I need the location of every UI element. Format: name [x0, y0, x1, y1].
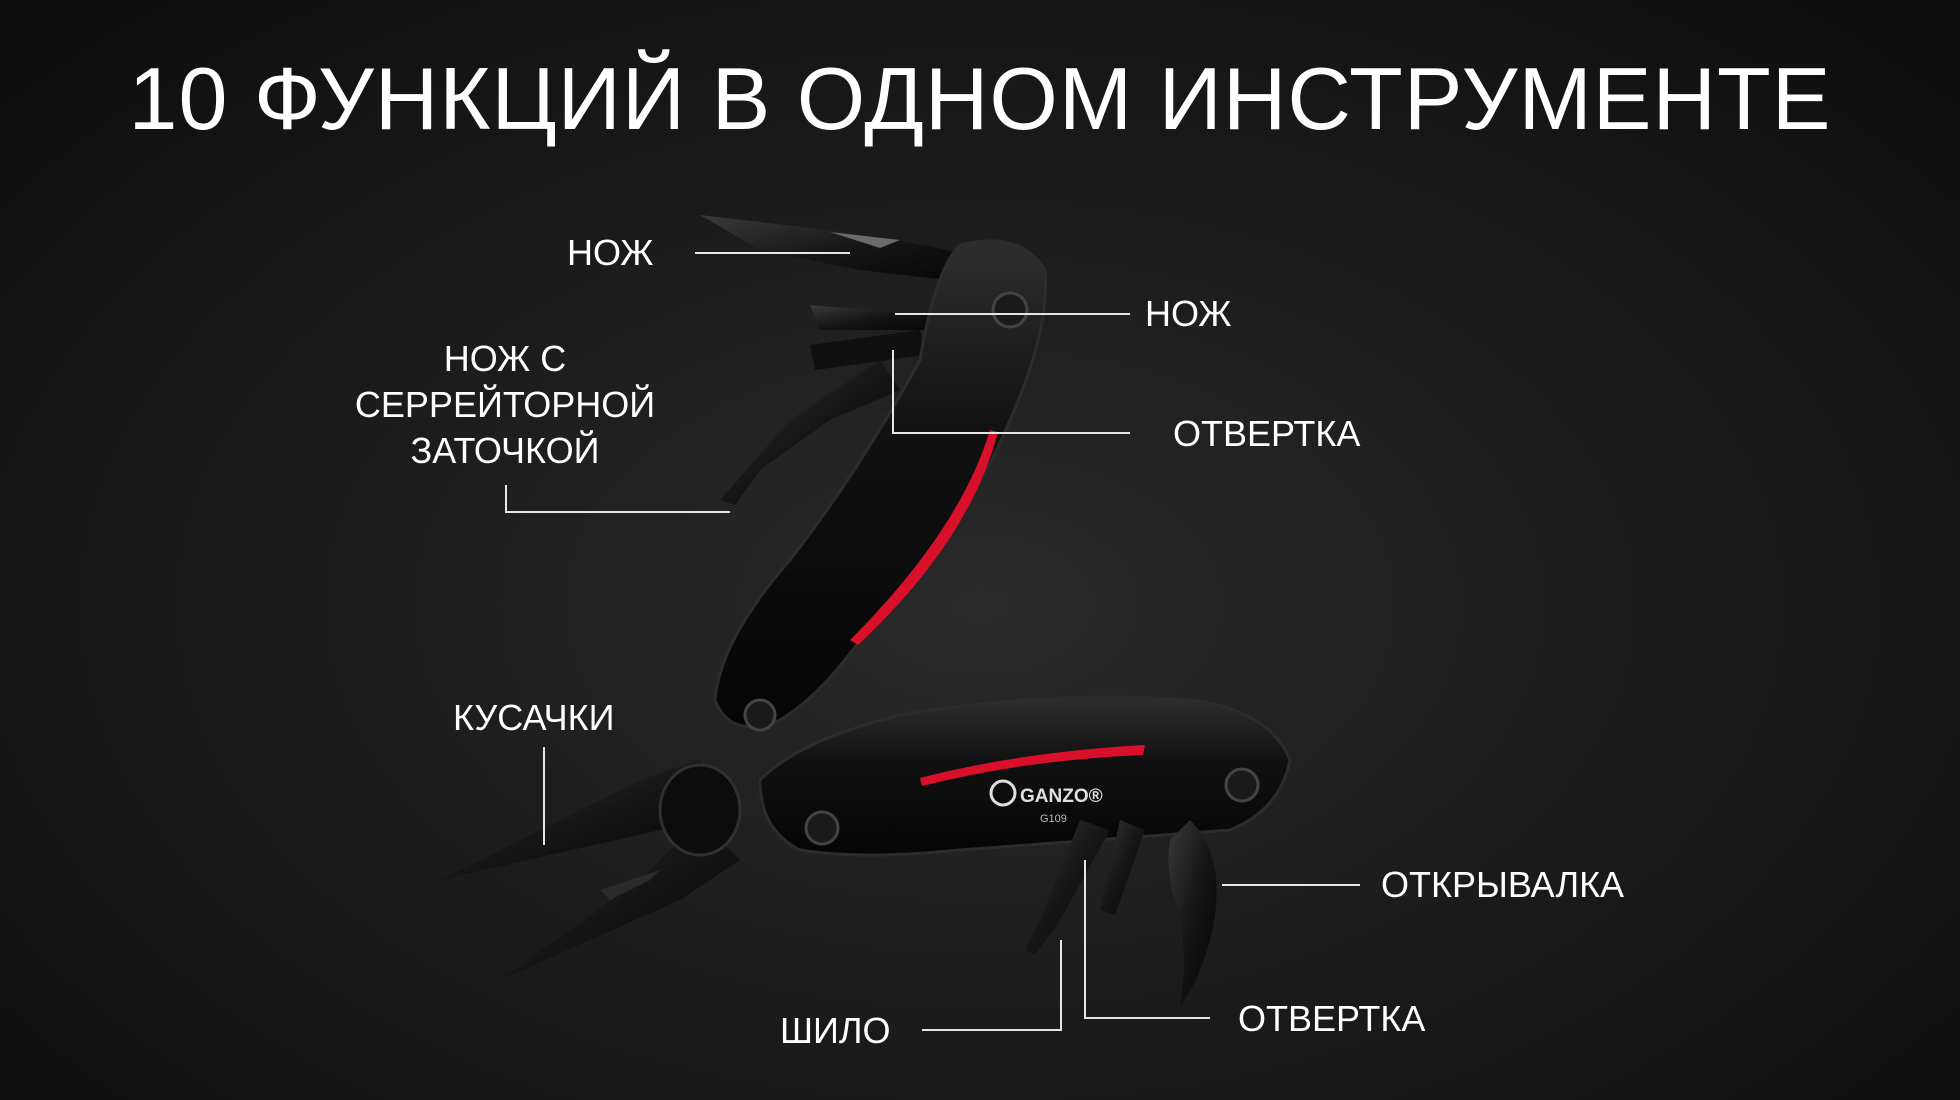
screwdriver-bit-2 — [1100, 820, 1145, 915]
awl — [1025, 820, 1110, 955]
label-serrated-knife-line1: НОЖ С — [443, 338, 567, 379]
screwdriver-bit-1 — [810, 330, 925, 370]
label-screwdriver-2: ОТВЕРТКА — [1238, 998, 1426, 1039]
serrated-knife-blade — [720, 360, 900, 505]
leader-screwdriver-2 — [1084, 860, 1210, 1019]
pivot-screw-lower-right — [1224, 767, 1260, 803]
lower-handle-red-stripe — [920, 745, 1145, 786]
label-serrated-knife-line3: ЗАТОЧКОЙ — [410, 430, 600, 471]
label-serrated-knife: НОЖ С СЕРРЕЙТОРНОЙ ЗАТОЧКОЙ — [340, 336, 670, 474]
upper-handle — [713, 239, 1048, 729]
knife-blade-2 — [810, 305, 945, 330]
label-knife-1: НОЖ — [567, 232, 654, 273]
leader-screwdriver-1 — [892, 350, 1130, 434]
brand-model-text: G109 — [1040, 813, 1067, 825]
leader-serrated-knife — [505, 485, 730, 513]
label-knife-2: НОЖ — [1145, 293, 1232, 334]
brand-logo: GANZO® G109 — [989, 779, 1103, 825]
lower-handle — [758, 695, 1292, 857]
label-screwdriver-1: ОТВЕРТКА — [1173, 413, 1361, 454]
pivot-screw-middle — [743, 698, 777, 732]
label-awl: ШИЛО — [780, 1010, 891, 1051]
upper-handle-red-stripe — [850, 430, 998, 645]
label-serrated-knife-line2: СЕРРЕЙТОРНОЙ — [354, 384, 656, 425]
label-bottle-opener: ОТКРЫВАЛКА — [1381, 864, 1625, 905]
pliers-jaws — [440, 760, 742, 980]
pivot-screw-lower-left — [804, 810, 840, 846]
pivot-screw-top — [991, 291, 1029, 329]
page-title: 10 ФУНКЦИЙ В ОДНОМ ИНСТРУМЕНТЕ — [128, 49, 1832, 148]
knife-blade-1 — [700, 215, 1000, 285]
brand-logo-text: GANZO® — [1020, 786, 1103, 807]
bottle-opener — [1168, 820, 1217, 1005]
label-nippers: КУСАЧКИ — [453, 697, 615, 738]
leader-awl — [922, 940, 1062, 1031]
